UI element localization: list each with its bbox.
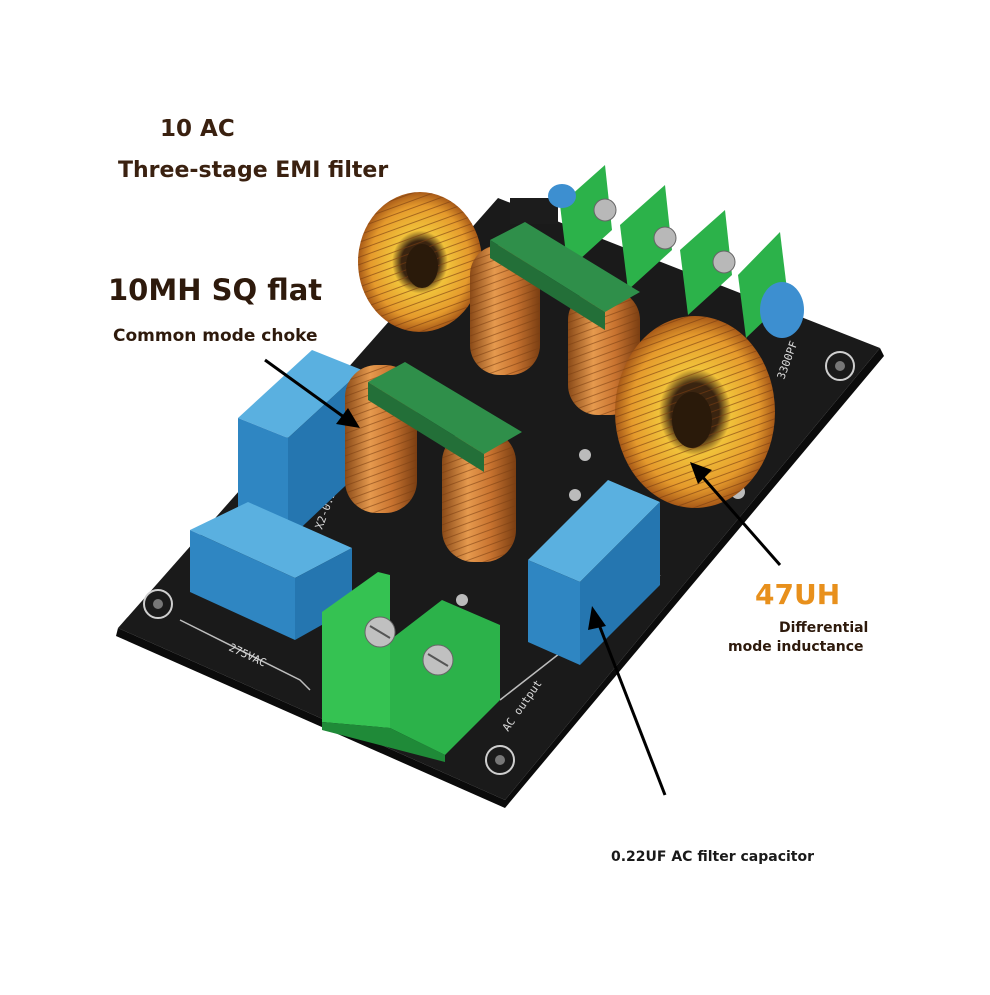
- differential-inductor-value: 47UH: [755, 578, 841, 611]
- differential-inductor-label-2: mode inductance: [728, 639, 864, 655]
- callout-arrow-capacitor: [588, 606, 667, 796]
- common-mode-choke-label: Common mode choke: [113, 326, 318, 346]
- callout-arrow-inductor: [690, 462, 782, 566]
- differential-inductor-label-1: Differential: [779, 620, 869, 636]
- common-mode-choke-front: [345, 362, 522, 562]
- toroid-inductor-front: [615, 316, 775, 508]
- x-capacitor-back-left: [238, 350, 362, 540]
- title-line-2: Three-stage EMI filter: [118, 158, 389, 183]
- x-capacitor-front-left: [190, 502, 352, 640]
- output-terminal-block: [322, 572, 500, 762]
- title-line-1: 10 AC: [160, 116, 235, 142]
- common-mode-choke-value: 10MH SQ flat: [108, 273, 323, 307]
- capacitor-label: 0.22UF AC filter capacitor: [611, 849, 814, 865]
- toroid-inductor-back: [358, 192, 482, 332]
- y-capacitor-2: [760, 282, 804, 338]
- input-terminal-blocks: [510, 165, 788, 338]
- callout-arrow-choke: [264, 358, 360, 428]
- y-capacitor-1: [548, 184, 576, 208]
